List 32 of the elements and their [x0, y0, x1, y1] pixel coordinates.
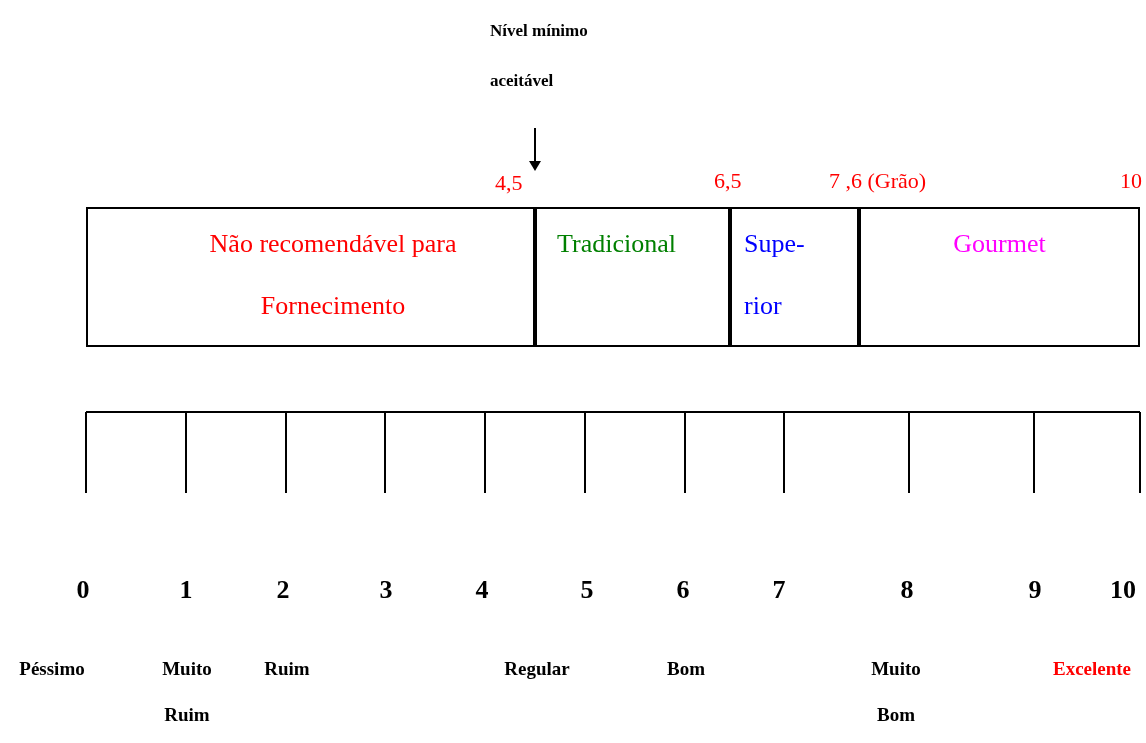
arrow [529, 127, 541, 171]
category-box [86, 207, 535, 347]
annotation-text: Nível mínimo aceitável [490, 6, 630, 106]
scale-number: 0 [76, 575, 90, 605]
rating-label: Péssimo [18, 657, 86, 681]
scale-number: 8 [900, 575, 914, 605]
scale-number: 3 [379, 575, 393, 605]
value-label: 4,5 [495, 170, 523, 196]
category-box [730, 207, 859, 347]
scale-number: 7 [772, 575, 786, 605]
value-label: 6,5 [714, 168, 742, 194]
category-label: Supe- rior [744, 228, 806, 322]
scale-number: 2 [276, 575, 290, 605]
scale-number: 5 [580, 575, 594, 605]
scale-number: 9 [1028, 575, 1042, 605]
scale-number: 4 [475, 575, 489, 605]
rating-label: Muito Bom [870, 657, 922, 727]
scale-number: 6 [676, 575, 690, 605]
value-label: 10 [1120, 168, 1142, 194]
category-box [859, 207, 1140, 347]
category-label: Gourmet [952, 228, 1047, 260]
rating-label: Ruim [263, 657, 311, 681]
scale-number: 10 [1110, 575, 1136, 605]
scale-number: 1 [179, 575, 193, 605]
category-label: Não recomendável para Fornecimento [208, 228, 458, 322]
rating-label: Regular [503, 657, 571, 681]
category-label: Tradicional [557, 228, 677, 260]
rating-label: Excelente [1051, 657, 1133, 681]
value-label: 7 ,6 (Grão) [829, 168, 927, 194]
category-box [535, 207, 730, 347]
rating-label: Bom [666, 657, 706, 681]
rating-label: Muito Ruim [161, 657, 213, 727]
